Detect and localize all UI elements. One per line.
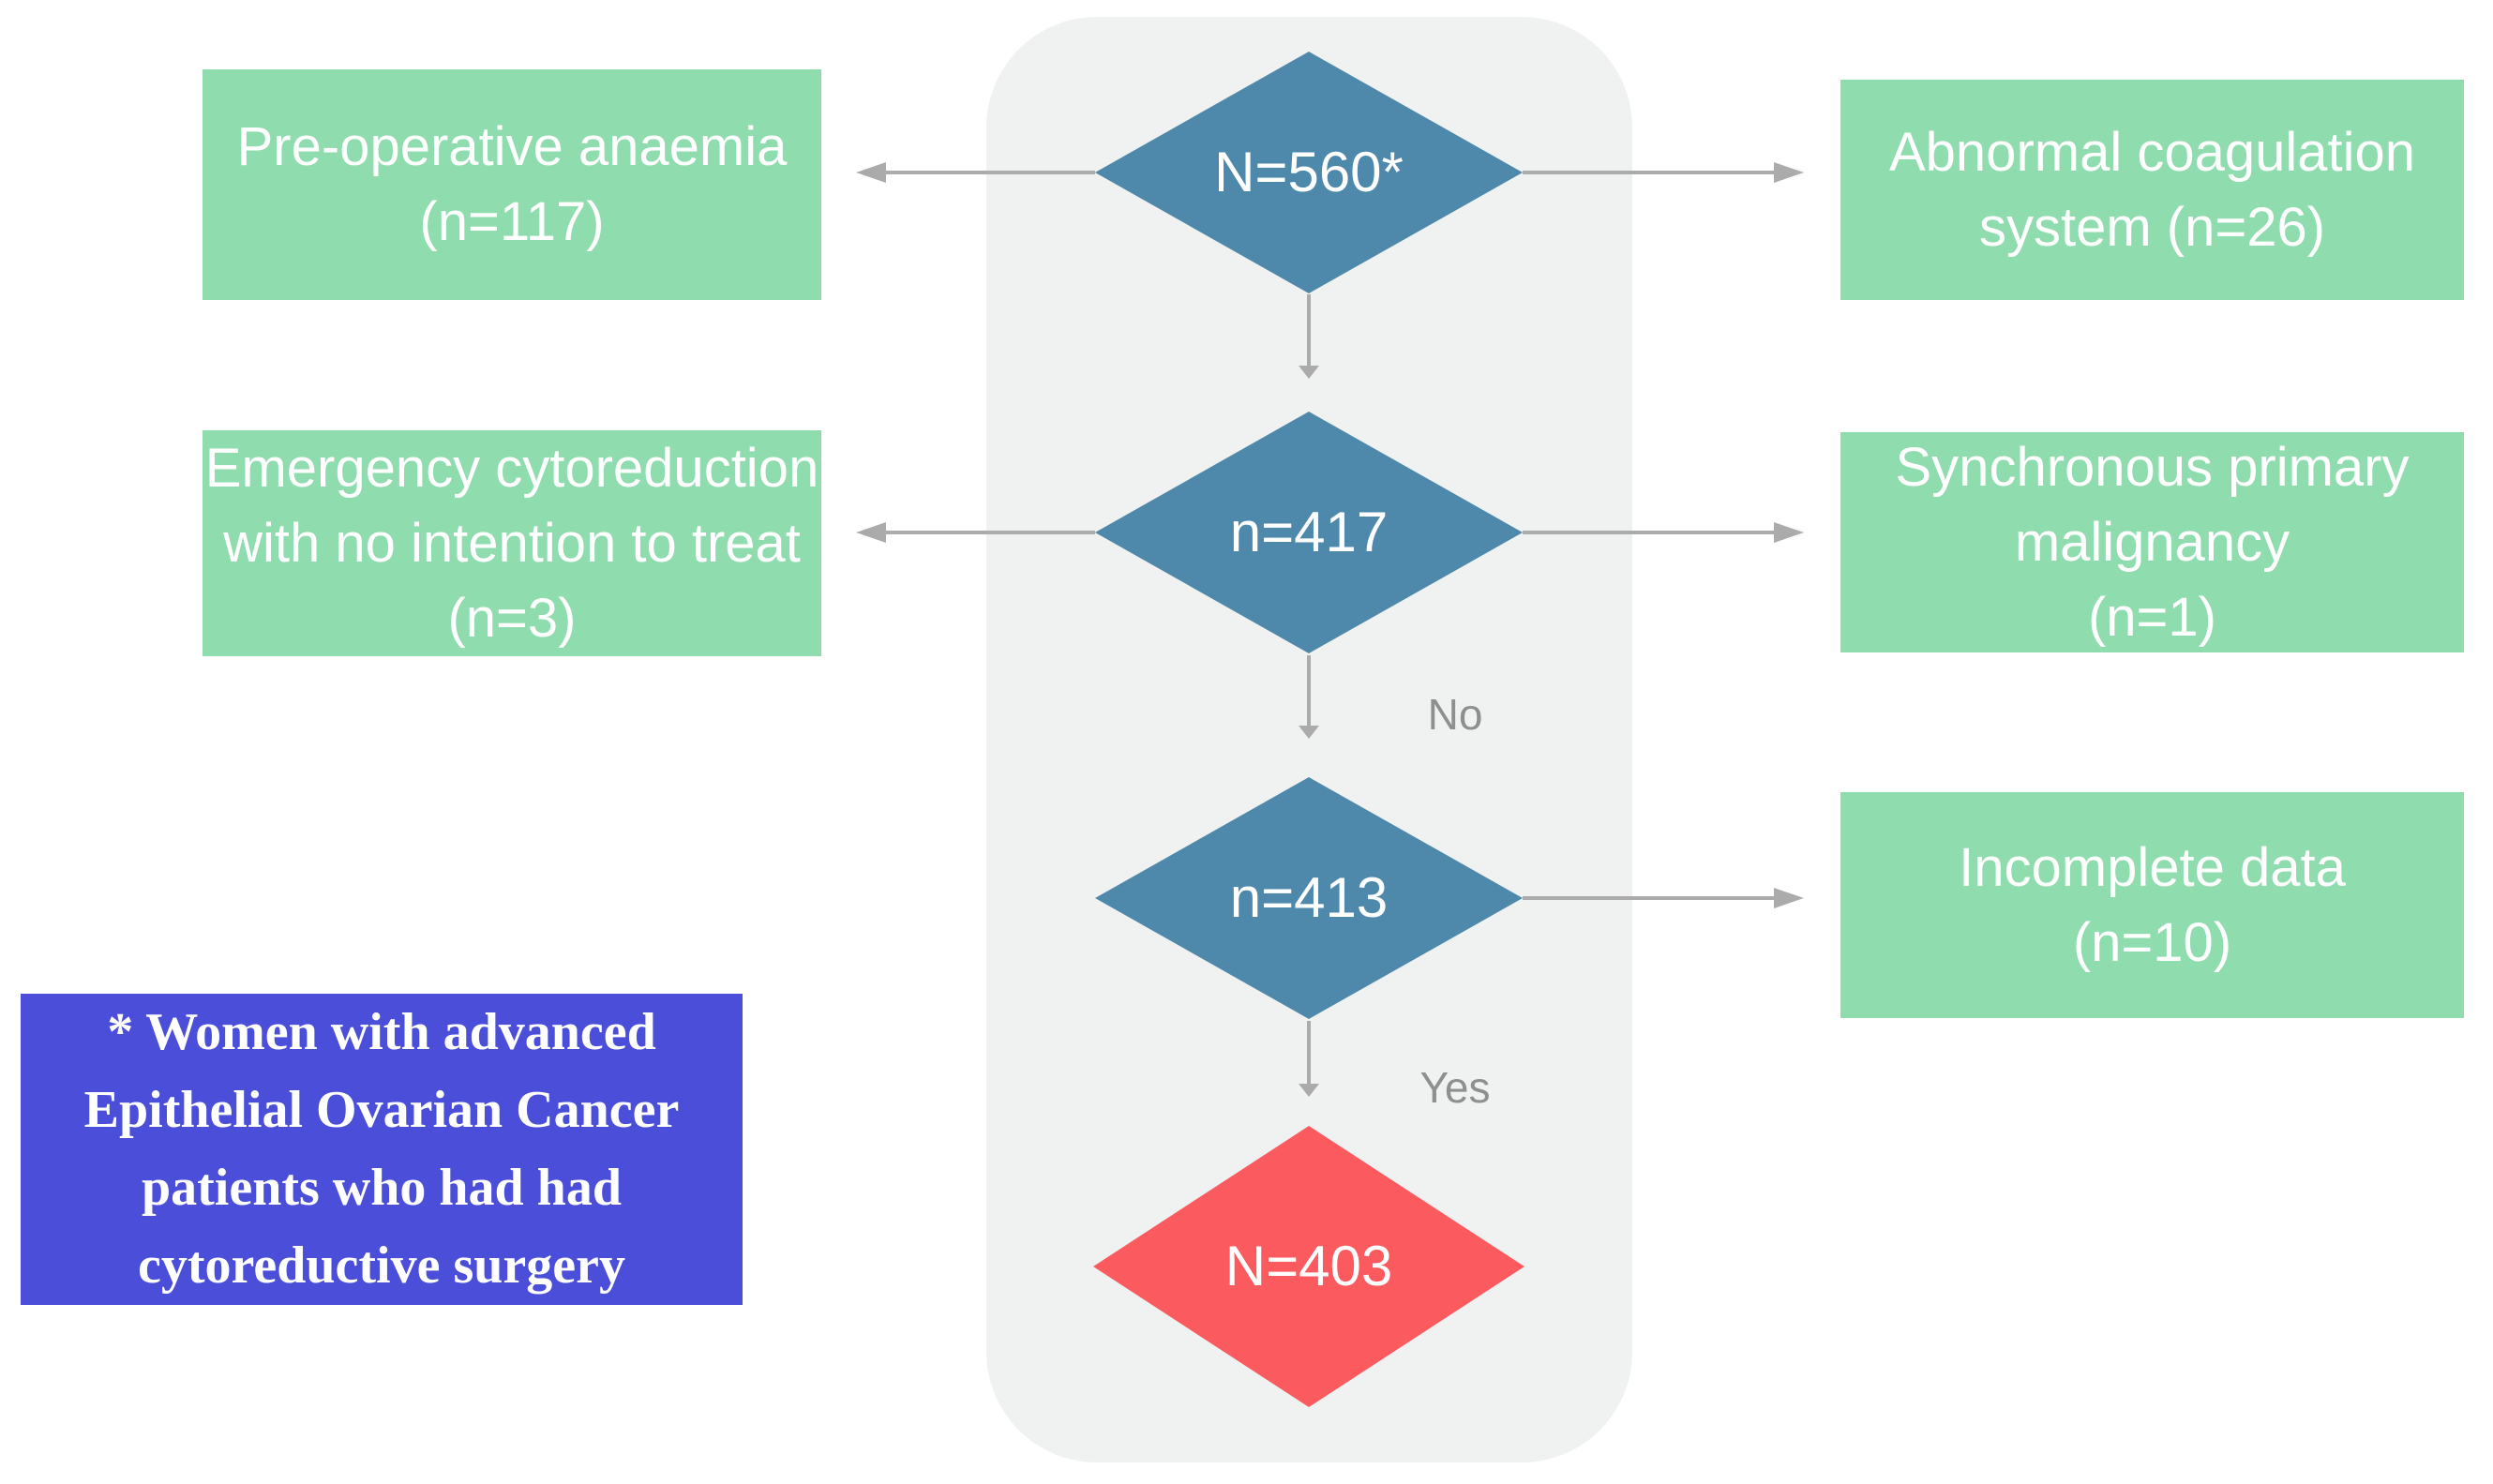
- exclusion-text-line: Abnormal coagulation: [1888, 121, 2416, 183]
- footnote-text-line: * Women with advanced: [107, 1003, 656, 1061]
- decision-node-413-label: n=413: [1229, 866, 1389, 929]
- decision-node-total-label: N=560*: [1214, 141, 1404, 203]
- exclusion-box-synchronous-primary-malignancy: Synchronous primary malignancy (n=1): [1840, 432, 2464, 652]
- exclusion-box-emergency-cytoreduction: Emergency cytoreduction with no intentio…: [203, 430, 821, 656]
- exclusion-box-pre-operative-anaemia: Pre-operative anaemia (n=117): [203, 69, 821, 300]
- exclusion-text-line: Incomplete data: [1959, 836, 2346, 898]
- decision-node-417-label: n=417: [1229, 501, 1389, 563]
- arrow-total-down-head: [1299, 366, 1319, 379]
- exclusion-text-line: (n=1): [2087, 586, 2216, 648]
- exclusion-box-abnormal-coagulation: Abnormal coagulation system (n=26): [1840, 80, 2464, 300]
- arrow-417-to-synchronous-head: [1774, 522, 1804, 543]
- arrow-total-to-coagulation-head: [1774, 162, 1804, 183]
- exclusion-text-line: Synchronous primary: [1895, 436, 2410, 498]
- exclusion-text-line: system (n=26): [1978, 196, 2326, 258]
- arrow-413-down-head: [1299, 1084, 1319, 1097]
- exclusion-box-incomplete-data: Incomplete data (n=10): [1840, 792, 2464, 1018]
- footnote-text-line: cytoreductive surgery: [138, 1237, 625, 1295]
- exclusion-text-line: (n=3): [447, 587, 577, 649]
- exclusion-text-line: Emergency cytoreduction: [204, 437, 819, 499]
- exclusion-text-line: (n=10): [2072, 911, 2232, 973]
- exclusion-text-line: (n=117): [419, 191, 605, 252]
- footnote-text-line: Epithelial Ovarian Cancer: [83, 1081, 680, 1139]
- arrow-413-to-incomplete-head: [1774, 888, 1804, 908]
- exclusion-text-line: Pre-operative anaemia: [236, 116, 788, 177]
- final-node-403-label: N=403: [1224, 1235, 1393, 1297]
- exclusion-text-line: malignancy: [2014, 511, 2290, 573]
- arrow-417-down-head: [1299, 726, 1319, 739]
- arrow-total-to-anaemia-head: [856, 162, 886, 183]
- edge-label-no: No: [1427, 690, 1483, 739]
- footnote-text-line: patients who had had: [142, 1159, 622, 1217]
- edge-label-yes: Yes: [1419, 1063, 1491, 1112]
- footnote-box: * Women with advanced Epithelial Ovarian…: [21, 994, 743, 1305]
- arrow-417-to-emergency-head: [856, 522, 886, 543]
- exclusion-text-line: with no intention to treat: [223, 512, 801, 574]
